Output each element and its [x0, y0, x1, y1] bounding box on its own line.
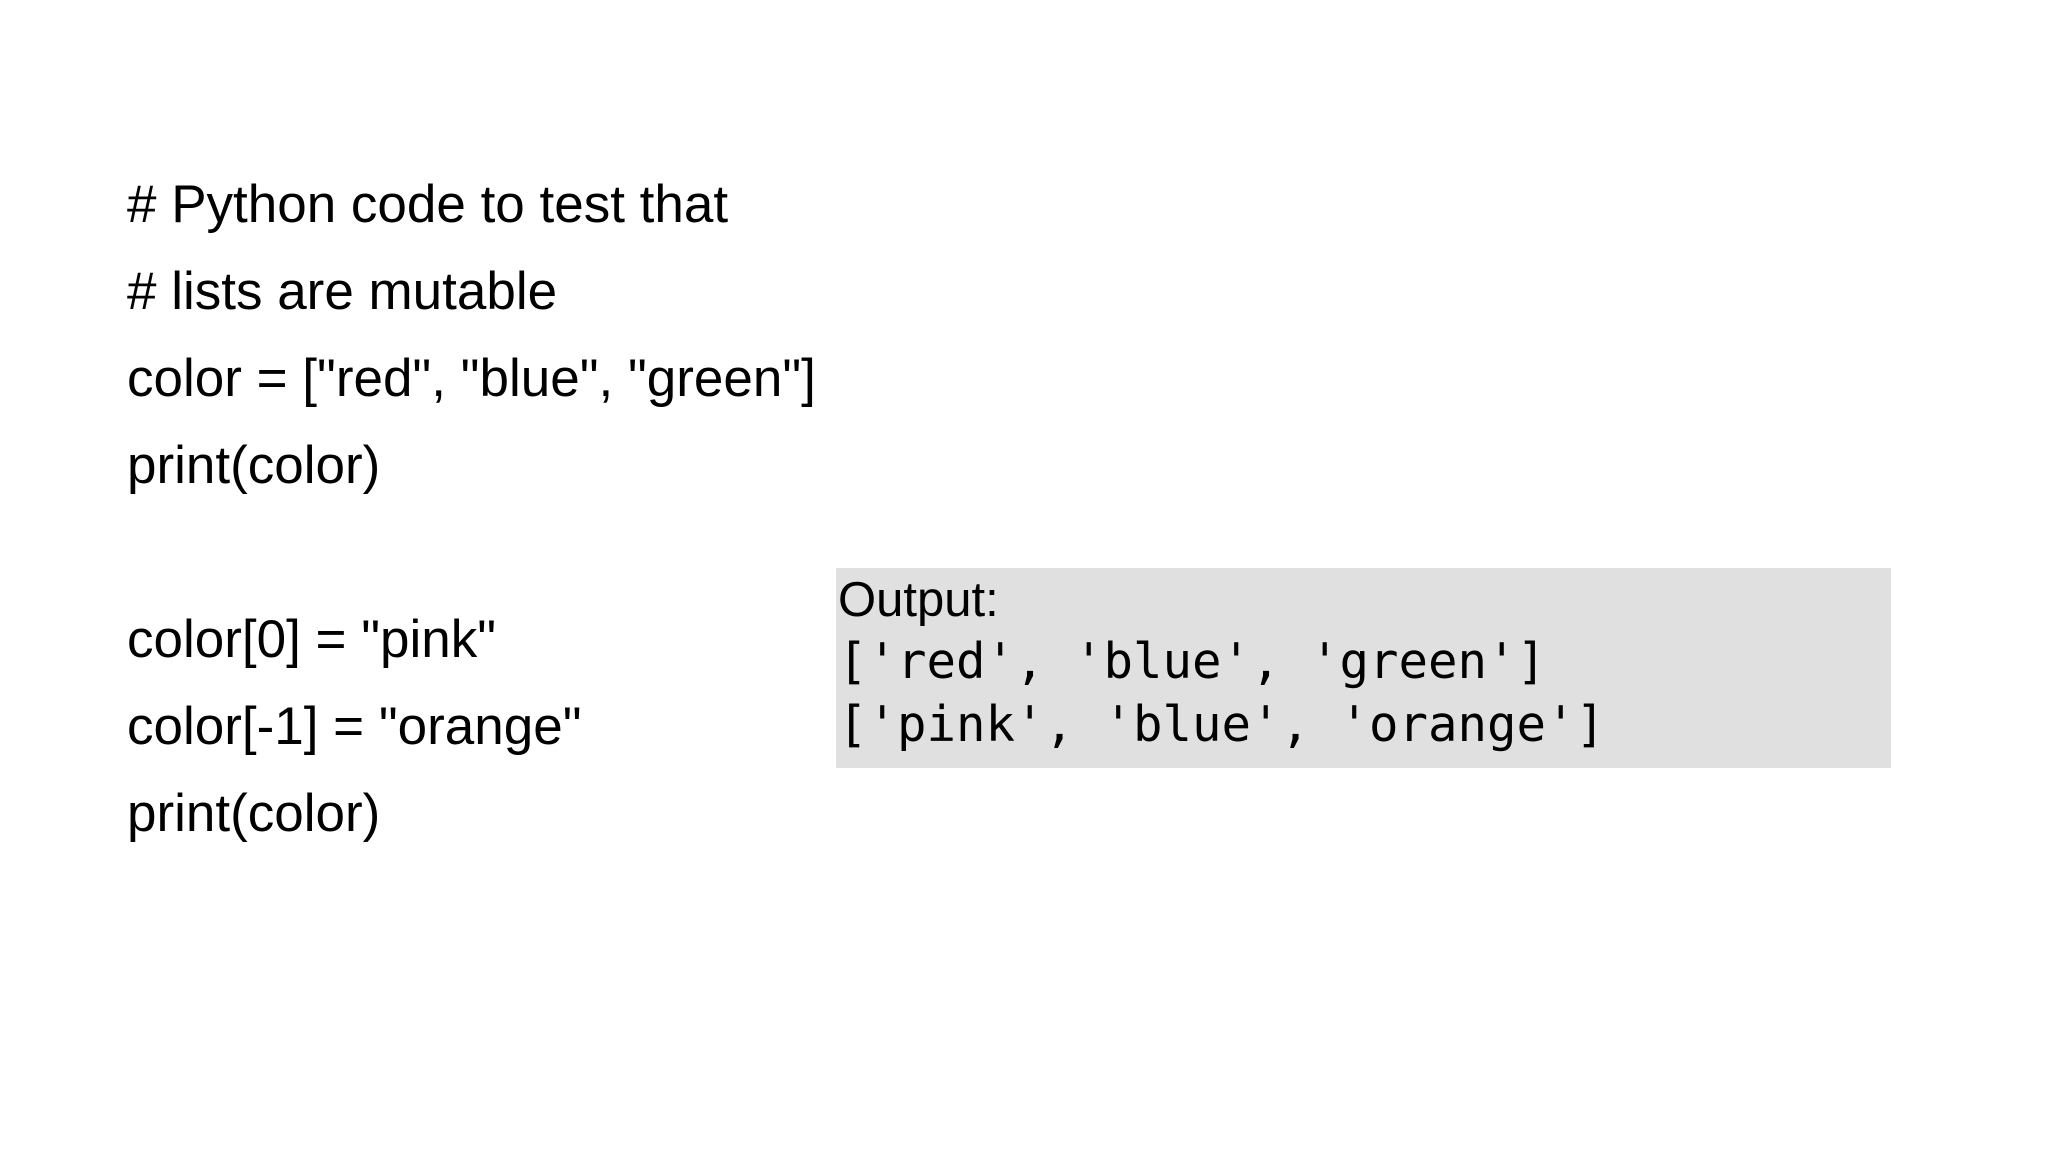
- output-panel: Output: ['red', 'blue', 'green'] ['pink'…: [836, 568, 1891, 768]
- code-line-print-2: print(color): [127, 784, 381, 843]
- code-line-assign-first: color[0] = "pink": [127, 610, 497, 669]
- code-snippet: # Python code to test that # lists are m…: [127, 172, 887, 868]
- output-heading: Output:: [838, 573, 999, 627]
- code-line-comment-2: # lists are mutable: [127, 262, 558, 321]
- code-line-comment-1: # Python code to test that: [127, 175, 729, 234]
- code-line-assign-last: color[-1] = "orange": [127, 697, 582, 756]
- output-line-2: ['pink', 'blue', 'orange']: [838, 696, 1606, 753]
- code-line-print-1: print(color): [127, 436, 381, 495]
- output-line-1: ['red', 'blue', 'green']: [838, 633, 1547, 690]
- code-line-list-assignment: color = ["red", "blue", "green"]: [127, 349, 816, 408]
- code-line-blank: [127, 520, 887, 607]
